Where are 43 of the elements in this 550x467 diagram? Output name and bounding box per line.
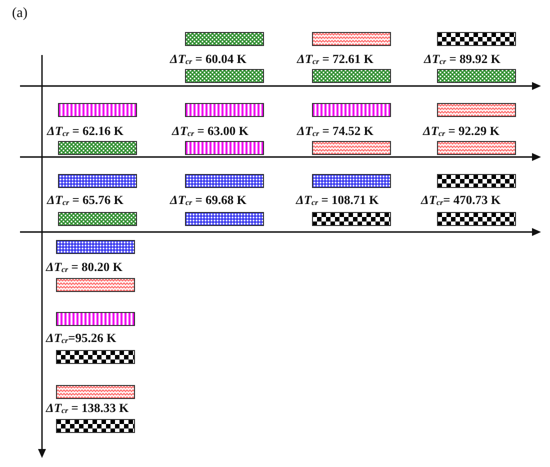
delta-t-label: ΔT$_{cr}$ = 80.20 K bbox=[46, 261, 123, 274]
wavy-bar bbox=[56, 278, 135, 292]
delta-t-label: ΔT$_{cr}$ = 92.29 K bbox=[423, 125, 500, 138]
checkered-bar bbox=[56, 419, 135, 433]
dotted-bar bbox=[185, 32, 264, 46]
delta-t-label: ΔT$_{cr}$ = 63.00 K bbox=[172, 125, 249, 138]
striped-bar bbox=[185, 103, 264, 117]
delta-t-label: ΔT$_{cr}$ = 72.61 K bbox=[297, 53, 374, 66]
dotted-bar bbox=[437, 69, 516, 83]
delta-t-label: ΔT$_{cr}$ = 62.16 K bbox=[47, 125, 124, 138]
panel-label: (a) bbox=[12, 6, 28, 22]
grid-bar bbox=[312, 174, 391, 188]
grid-bar bbox=[185, 212, 264, 226]
striped-bar bbox=[56, 312, 135, 326]
wavy-bar bbox=[312, 141, 391, 155]
grid-bar bbox=[58, 174, 137, 188]
wavy-bar bbox=[312, 32, 391, 46]
wavy-bar bbox=[437, 141, 516, 155]
dotted-bar bbox=[185, 69, 264, 83]
striped-bar bbox=[185, 141, 264, 155]
checkered-bar bbox=[56, 350, 135, 364]
wavy-bar bbox=[437, 103, 516, 117]
grid-bar bbox=[56, 240, 135, 254]
delta-t-label: ΔT$_{cr}$ = 138.33 K bbox=[46, 402, 129, 415]
delta-t-label: ΔT$_{cr}$= 470.73 K bbox=[421, 194, 501, 207]
wavy-bar bbox=[56, 385, 135, 399]
delta-t-label: ΔT$_{cr}$ = 65.76 K bbox=[47, 194, 124, 207]
checkered-bar bbox=[437, 212, 516, 226]
delta-t-label: ΔT$_{cr}$ = 60.04 K bbox=[170, 53, 247, 66]
delta-t-label: ΔT$_{cr}$ = 69.68 K bbox=[170, 194, 247, 207]
striped-bar bbox=[58, 103, 137, 117]
delta-t-label: ΔT$_{cr}$ = 89.92 K bbox=[424, 53, 501, 66]
grid-bar bbox=[185, 174, 264, 188]
delta-t-label: ΔT$_{cr}$=95.26 K bbox=[46, 332, 116, 345]
dotted-bar bbox=[58, 212, 137, 226]
checkered-bar bbox=[312, 212, 391, 226]
delta-t-label: ΔT$_{cr}$ = 108.71 K bbox=[296, 194, 379, 207]
striped-bar bbox=[312, 103, 391, 117]
dotted-bar bbox=[58, 141, 137, 155]
checkered-bar bbox=[437, 174, 516, 188]
delta-t-label: ΔT$_{cr}$ = 74.52 K bbox=[297, 125, 374, 138]
checkered-bar bbox=[437, 32, 516, 46]
dotted-bar bbox=[312, 69, 391, 83]
